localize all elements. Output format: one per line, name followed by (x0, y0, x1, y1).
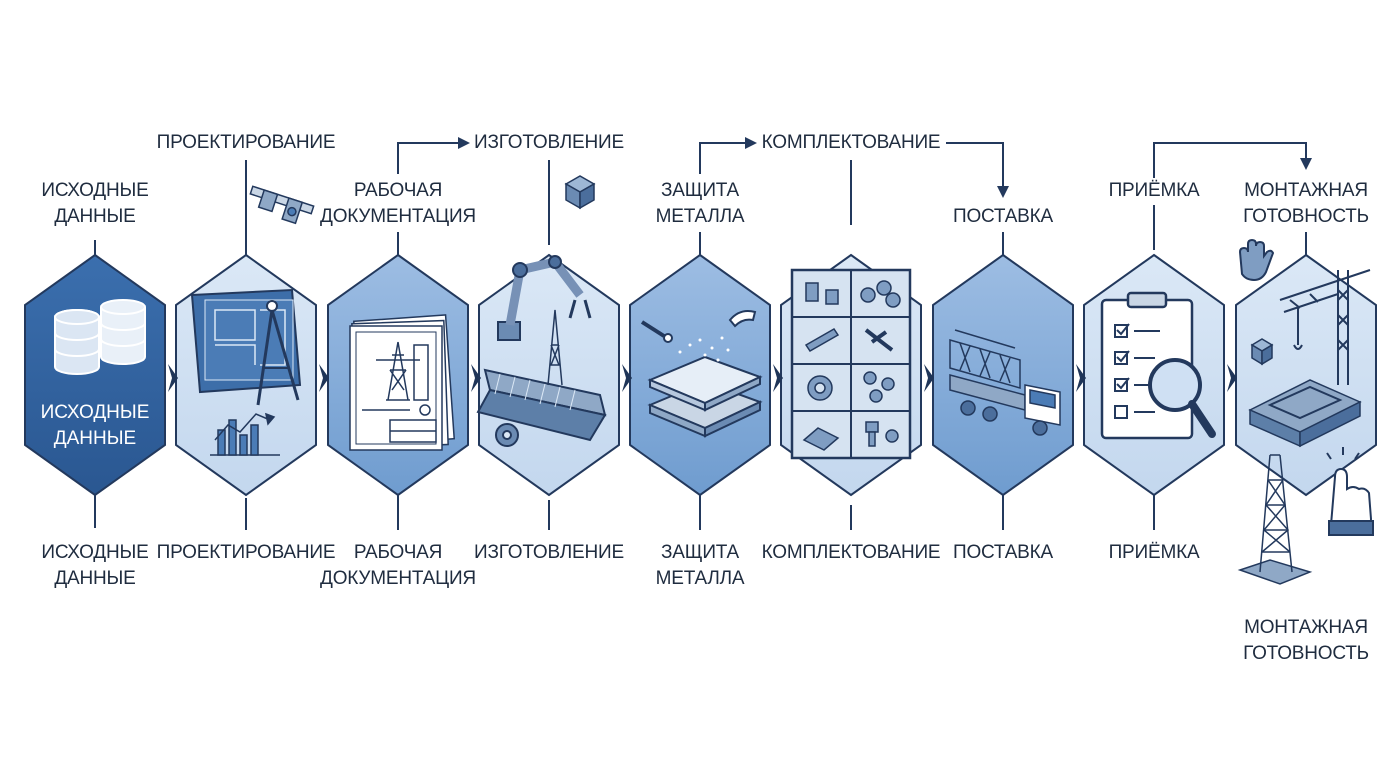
top-label-montazh-line: МОНТАЖНАЯ (1244, 180, 1368, 201)
bottom-label-komplektovanie: КОМПЛЕКТОВАНИЕ (762, 540, 941, 566)
top-label-postavka-line: ПОСТАВКА (953, 206, 1053, 227)
top-label-postavka: ПОСТАВКА (953, 204, 1053, 230)
top-label-rabochaya-line: ДОКУМЕНТАЦИЯ (320, 206, 476, 227)
bottom-label-rabochaya-line: РАБОЧАЯ (353, 542, 443, 563)
lattice-tower-icon (1237, 454, 1313, 585)
top-label-priemka-line: ПРИЁМКА (1108, 180, 1200, 201)
bottom-label-rabochaya-line: ДОКУМЕНТАЦИЯ (320, 568, 476, 589)
drawing-sheets-icon (349, 314, 456, 451)
inner-label-ishodnye-line: ИСХОДНЫЕ (40, 402, 150, 423)
hexagon-ishodnye (24, 253, 166, 497)
bottom-label-izgotovlenie-line: ИЗГОТОВЛЕНИЕ (474, 542, 624, 563)
bottom-label-komplektovanie-line: КОМПЛЕКТОВАНИЕ (761, 542, 941, 563)
top-label-ishodnye-line: ДАННЫЕ (54, 206, 136, 227)
bottom-label-priemka: ПРИЁМКА (1109, 540, 1200, 566)
top-label-izgotovlenie: ИЗГОТОВЛЕНИЕ (474, 130, 624, 156)
top-label-ishodnye: ИСХОДНЫЕ ДАННЫЕ (41, 178, 148, 230)
flow-arrow-icon (319, 364, 329, 392)
top-label-komplektovanie: КОМПЛЕКТОВАНИЕ (762, 130, 941, 156)
bottom-label-postavka: ПОСТАВКА (953, 540, 1053, 566)
crane-foundation-icon (1248, 269, 1371, 448)
spray-coating-icon (640, 310, 763, 438)
top-label-zashchita-line: МЕТАЛЛА (655, 206, 745, 227)
bottom-label-ishodnye-line: ДАННЫЕ (54, 568, 136, 589)
flow-arrow-icon (622, 364, 632, 392)
flow-arrow-icon (1227, 364, 1237, 392)
flow-arrow-icon (471, 364, 481, 392)
top-label-proektirovanie: ПРОЕКТИРОВАНИЕ (157, 130, 336, 156)
inner-label-ishodnye-line: ДАННЫЕ (53, 428, 137, 449)
bottom-label-postavka-line: ПОСТАВКА (953, 542, 1053, 563)
connector-lines (94, 137, 1312, 530)
flow-arrow-icon (168, 364, 178, 392)
inner-label-ishodnye: ИСХОДНЫЕ ДАННЫЕ (41, 400, 150, 452)
bottom-label-montazh: МОНТАЖНАЯ ГОТОВНОСТЬ (1243, 615, 1369, 667)
hexagon-montazh (1235, 253, 1377, 497)
bottom-label-izgotovlenie: ИЗГОТОВЛЕНИЕ (474, 540, 624, 566)
top-label-izgotovlenie-line: ИЗГОТОВЛЕНИЕ (474, 132, 624, 153)
bottom-label-ishodnye-line: ИСХОДНЫЕ (41, 542, 149, 563)
top-label-zashchita: ЗАЩИТА МЕТАЛЛА (656, 178, 745, 230)
top-label-ishodnye-line: ИСХОДНЫЕ (41, 180, 149, 201)
top-label-priemka: ПРИЁМКА (1109, 178, 1200, 204)
hand-stop-icon (1238, 238, 1275, 282)
fasteners-grid-icon (790, 268, 912, 460)
top-label-montazh-line: ГОТОВНОСТЬ (1243, 206, 1369, 227)
top-label-rabochaya-line: РАБОЧАЯ (353, 180, 443, 201)
flow-arrow-icon (1076, 364, 1086, 392)
top-label-komplektovanie-line: КОМПЛЕКТОВАНИЕ (761, 132, 941, 153)
bottom-label-montazh-line: МОНТАЖНАЯ (1244, 617, 1368, 638)
bottom-label-montazh-line: ГОТОВНОСТЬ (1243, 643, 1369, 664)
robot-arm-conveyor-icon (476, 175, 607, 447)
bottom-label-rabochaya: РАБОЧАЯ ДОКУМЕНТАЦИЯ (320, 540, 476, 592)
top-label-proektirovanie-line: ПРОЕКТИРОВАНИЕ (156, 132, 336, 153)
flow-arrow-icon (924, 364, 934, 392)
bottom-label-proektirovanie-line: ПРОЕКТИРОВАНИЕ (156, 542, 336, 563)
bottom-label-zashchita: ЗАЩИТА МЕТАЛЛА (656, 540, 745, 592)
top-label-zashchita-line: ЗАЩИТА (660, 180, 740, 201)
blueprint-compass-icon (190, 185, 315, 456)
pointer-hand-icon (1326, 447, 1374, 536)
top-label-rabochaya: РАБОЧАЯ ДОКУМЕНТАЦИЯ (320, 178, 476, 230)
flow-arrows (168, 364, 1237, 392)
database-icon (54, 299, 146, 375)
bottom-label-ishodnye: ИСХОДНЫЕ ДАННЫЕ (41, 540, 148, 592)
bottom-label-zashchita-line: ЗАЩИТА (660, 542, 740, 563)
top-label-montazh: МОНТАЖНАЯ ГОТОВНОСТЬ (1243, 178, 1369, 230)
flow-arrow-icon (773, 364, 783, 392)
bottom-label-zashchita-line: МЕТАЛЛА (655, 568, 745, 589)
checklist-magnifier-icon (1100, 291, 1216, 440)
truck-truss-icon (949, 329, 1061, 436)
bottom-label-proektirovanie: ПРОЕКТИРОВАНИЕ (157, 540, 336, 566)
bottom-label-priemka-line: ПРИЁМКА (1108, 542, 1200, 563)
